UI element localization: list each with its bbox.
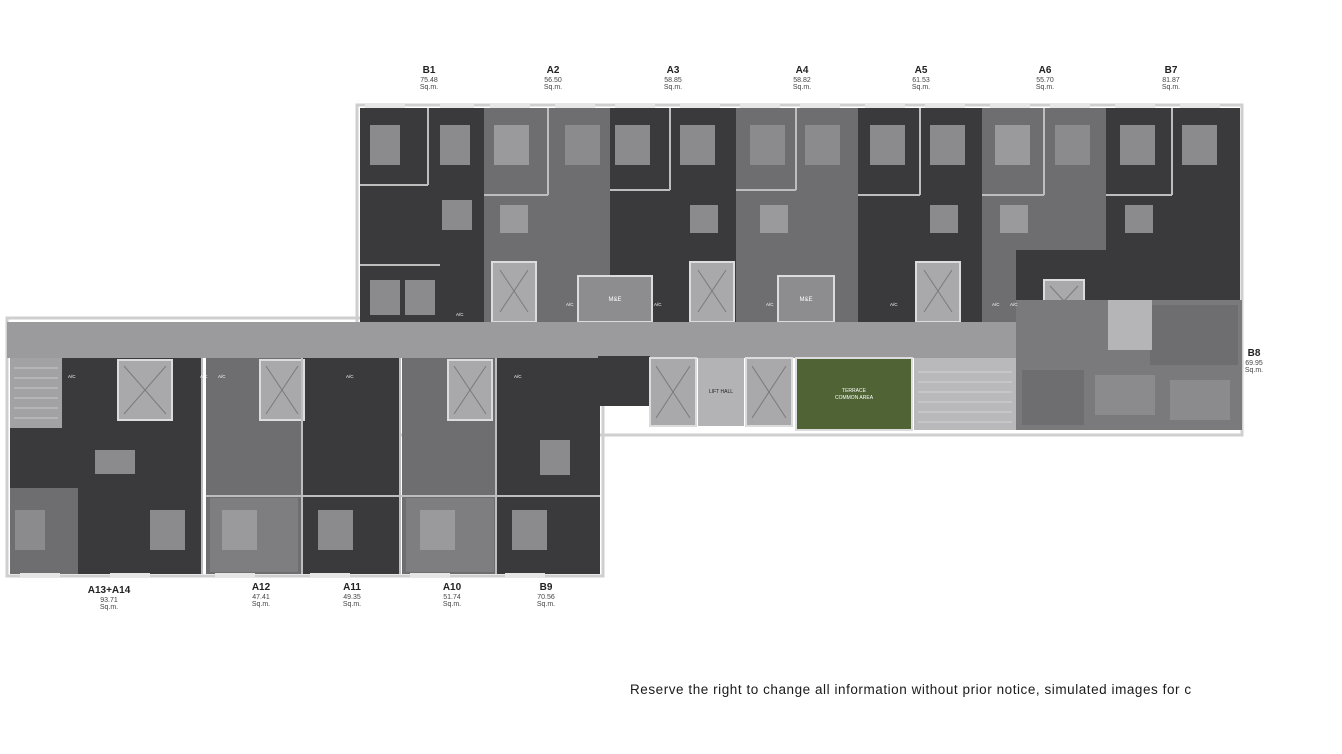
unit-code: B9 xyxy=(539,582,553,593)
unit-code: A11 xyxy=(343,582,361,593)
unit-area: 51.74 xyxy=(443,593,461,601)
unit-area: 61.53 xyxy=(912,76,930,84)
unit-code: A13+A14 xyxy=(87,585,131,596)
unit-sqm: Sq.m. xyxy=(543,83,563,91)
unit-b8-block xyxy=(1016,300,1242,430)
svg-text:A/C: A/C xyxy=(200,374,208,379)
terrace-label-line1: TERRACE xyxy=(842,388,867,394)
disclaimer-text: Reserve the right to change all informat… xyxy=(630,682,1192,697)
terrace-common-area xyxy=(795,357,913,431)
unit-code: B8 xyxy=(1247,348,1261,359)
me-label-1: M&E xyxy=(608,297,621,303)
unit-code: A5 xyxy=(914,65,928,76)
unit-code: A6 xyxy=(1038,65,1052,76)
unit-area: 70.56 xyxy=(537,593,555,601)
unit-label-a10: A10 51.74 Sq.m. xyxy=(417,582,487,608)
svg-text:A/C: A/C xyxy=(346,374,354,379)
unit-code: A3 xyxy=(666,65,680,76)
unit-label-a11: A11 49.35 Sq.m. xyxy=(317,582,387,608)
unit-label-a2: A2 56.50 Sq.m. xyxy=(518,65,588,91)
unit-label-a4: A4 58.82 Sq.m. xyxy=(767,65,837,91)
unit-label-b9: B9 70.56 Sq.m. xyxy=(511,582,581,608)
unit-sqm: Sq.m. xyxy=(251,600,271,608)
me-room-2 xyxy=(777,275,835,323)
unit-label-a3: A3 58.85 Sq.m. xyxy=(638,65,708,91)
unit-code: B1 xyxy=(422,65,436,76)
svg-text:A/C: A/C xyxy=(514,374,522,379)
unit-label-b7: B7 81.87 Sq.m. xyxy=(1136,65,1206,91)
unit-area: 55.70 xyxy=(1036,76,1054,84)
unit-label-a12: A12 47.41 Sq.m. xyxy=(226,582,296,608)
lift-hall xyxy=(698,358,744,426)
unit-area: 69.95 xyxy=(1245,359,1263,367)
svg-text:A/C: A/C xyxy=(218,374,226,379)
svg-text:A/C: A/C xyxy=(456,312,464,317)
unit-code: A4 xyxy=(795,65,809,76)
unit-label-a6: A6 55.70 Sq.m. xyxy=(1010,65,1080,91)
bottom-wing xyxy=(10,358,600,577)
unit-sqm: Sq.m. xyxy=(99,603,119,611)
common-block xyxy=(598,356,1016,431)
svg-text:A/C: A/C xyxy=(1010,302,1018,307)
unit-sqm: Sq.m. xyxy=(792,83,812,91)
svg-text:A/C: A/C xyxy=(890,302,898,307)
svg-text:A/C: A/C xyxy=(68,374,76,379)
unit-label-b8: B8 69.95 Sq.m. xyxy=(1232,348,1276,374)
svg-text:A/C: A/C xyxy=(566,302,574,307)
building-outline xyxy=(5,103,1244,578)
unit-sqm: Sq.m. xyxy=(536,600,556,608)
terrace-label-line2: COMMON AREA xyxy=(835,395,874,401)
unit-label-a5: A5 61.53 Sq.m. xyxy=(886,65,956,91)
ac-tags: A/C A/C A/C A/C A/C A/C A/C A/C A/C A/C … xyxy=(68,302,1018,379)
unit-label-a13-a14: A13+A14 93.71 Sq.m. xyxy=(74,585,144,611)
unit-code: A12 xyxy=(251,582,271,593)
unit-sqm: Sq.m. xyxy=(342,600,362,608)
unit-sqm: Sq.m. xyxy=(442,600,462,608)
unit-code: B7 xyxy=(1164,65,1178,76)
unit-area: 81.87 xyxy=(1162,76,1180,84)
unit-area: 47.41 xyxy=(252,593,270,601)
unit-sqm: Sq.m. xyxy=(1035,83,1055,91)
unit-area: 93.71 xyxy=(100,596,118,604)
svg-text:A/C: A/C xyxy=(766,302,774,307)
svg-text:A/C: A/C xyxy=(992,302,1000,307)
me-room-1 xyxy=(577,275,653,323)
lift-hall-label: LIFT HALL xyxy=(709,389,733,395)
stairwell xyxy=(914,358,1016,430)
unit-area: 58.85 xyxy=(664,76,682,84)
unit-sqm: Sq.m. xyxy=(1161,83,1181,91)
unit-sqm: Sq.m. xyxy=(1244,366,1264,374)
unit-code: A10 xyxy=(442,582,462,593)
unit-sqm: Sq.m. xyxy=(663,83,683,91)
svg-text:A/C: A/C xyxy=(654,302,662,307)
unit-area: 56.50 xyxy=(544,76,562,84)
unit-code: A2 xyxy=(546,65,560,76)
unit-area: 58.82 xyxy=(793,76,811,84)
unit-area: 49.35 xyxy=(343,593,361,601)
unit-sqm: Sq.m. xyxy=(419,83,439,91)
me-label-2: M&E xyxy=(799,297,812,303)
unit-sqm: Sq.m. xyxy=(911,83,931,91)
unit-area: 75.48 xyxy=(420,76,438,84)
unit-label-b1: B1 75.48 Sq.m. xyxy=(394,65,464,91)
corridor xyxy=(7,322,1042,358)
